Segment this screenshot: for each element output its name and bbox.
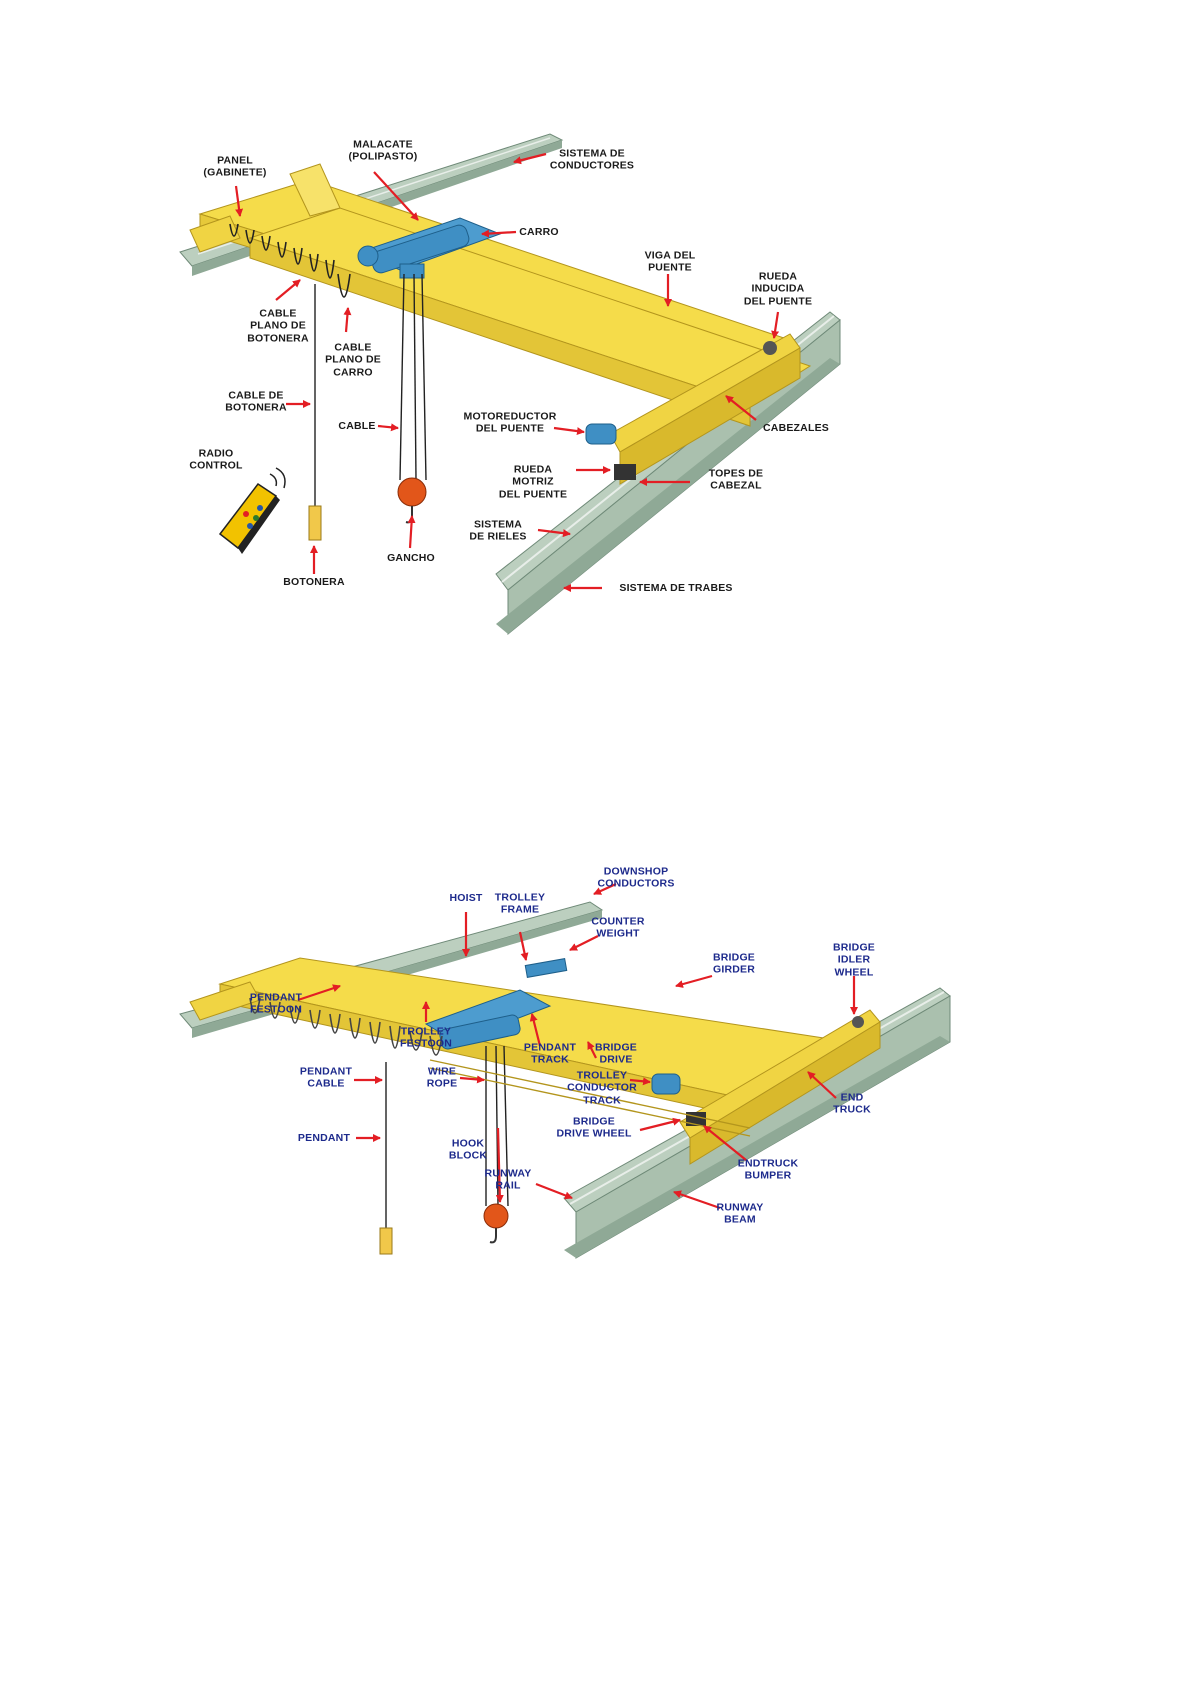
festoon-cables (249, 997, 443, 1056)
crane-illustration-spanish (179, 133, 841, 636)
label-carro: CARRO (519, 225, 559, 238)
label-arrows (297, 882, 858, 1210)
pendant-assembly (379, 1062, 393, 1255)
label-gancho: GANCHO (387, 551, 435, 564)
trolley-hoist (424, 958, 568, 1050)
label-malacate: MALACATE(POLIPASTO) (348, 138, 418, 163)
crane-illustration-english (179, 882, 951, 1259)
festoon-cables (229, 223, 351, 298)
label-botonera: BOTONERA (283, 575, 345, 588)
end-trucks (189, 981, 881, 1165)
label-panel: PANEL(GABINETE) (203, 154, 267, 179)
radio-control-icon (218, 467, 286, 554)
label-arrows (234, 152, 780, 592)
pendant-assembly (308, 284, 322, 541)
end-trucks (189, 215, 801, 485)
bridge-drive (585, 341, 777, 480)
label-sistema-trabes: SISTEMA DE TRABES (619, 581, 733, 594)
hoist-hook (397, 273, 427, 524)
label-cabezales: CABEZALES (763, 421, 829, 434)
label-cable: CABLE (338, 419, 376, 432)
label-pendant: PENDANT (297, 1131, 351, 1144)
label-hoist: HOIST (449, 891, 483, 904)
hoist-hook (483, 1045, 509, 1244)
crane-diagram-spanish: MALACATE(POLIPASTO) PANEL(GABINETE) SIST… (179, 133, 910, 686)
trolley-hoist (357, 217, 502, 279)
bridge-drive (651, 1016, 864, 1126)
